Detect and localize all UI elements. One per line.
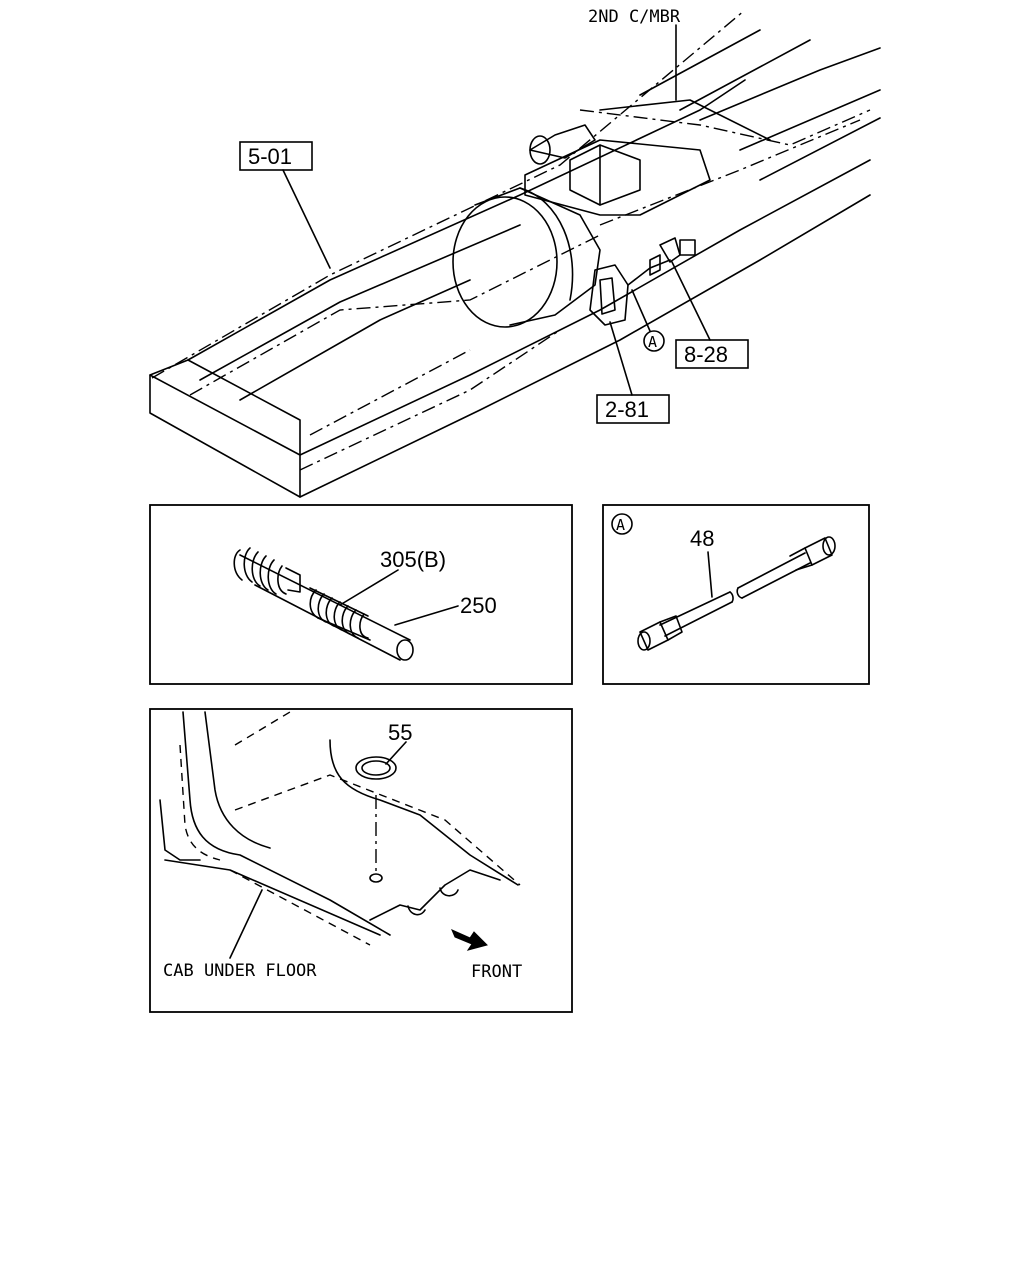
tank-cylinder xyxy=(452,187,601,328)
cable-drawing xyxy=(637,536,836,651)
part-boot-leader xyxy=(339,569,399,606)
part-plug-leader xyxy=(385,741,407,765)
ref-lower-label: 2-81 xyxy=(605,397,649,422)
part-boot-label: 305(B) xyxy=(380,547,446,572)
front-caption: FRONT xyxy=(471,962,522,982)
part-harness-label: 250 xyxy=(460,593,497,618)
part-cable-label: 48 xyxy=(690,526,714,551)
ref-right-label: 8-28 xyxy=(684,342,728,367)
bracket-block xyxy=(524,124,711,216)
crossmember-label: 2ND C/MBR xyxy=(588,7,681,27)
cab-under-floor-caption: CAB UNDER FLOOR xyxy=(163,961,317,981)
detail-a-panel: A 48 xyxy=(602,504,870,685)
part-plug-label: 55 xyxy=(388,720,412,745)
ref-right-callout: 8-28 xyxy=(671,261,749,369)
detail-a-marker-letter: A xyxy=(648,333,657,351)
front-arrow-icon xyxy=(451,929,488,951)
detail-a-marker: A xyxy=(631,289,665,352)
floor-drawing xyxy=(159,711,521,951)
detail-floor-panel: 55 CAB UNDER FLOOR FRONT xyxy=(149,708,573,1013)
part-harness-leader xyxy=(394,605,459,626)
harness-drawing xyxy=(233,547,414,661)
part-cable-leader xyxy=(707,551,713,598)
detail-harness-panel: 305(B) 250 xyxy=(149,504,573,685)
ref-frame-callout: 5-01 xyxy=(239,141,331,269)
ref-frame-label: 5-01 xyxy=(248,144,292,169)
detail-a-panel-marker: A xyxy=(616,516,625,534)
chassis-frame-view xyxy=(149,9,881,498)
ref-lower-callout: 2-81 xyxy=(596,321,670,424)
cab-under-floor-leader xyxy=(229,889,263,959)
frame-connector xyxy=(589,237,696,326)
